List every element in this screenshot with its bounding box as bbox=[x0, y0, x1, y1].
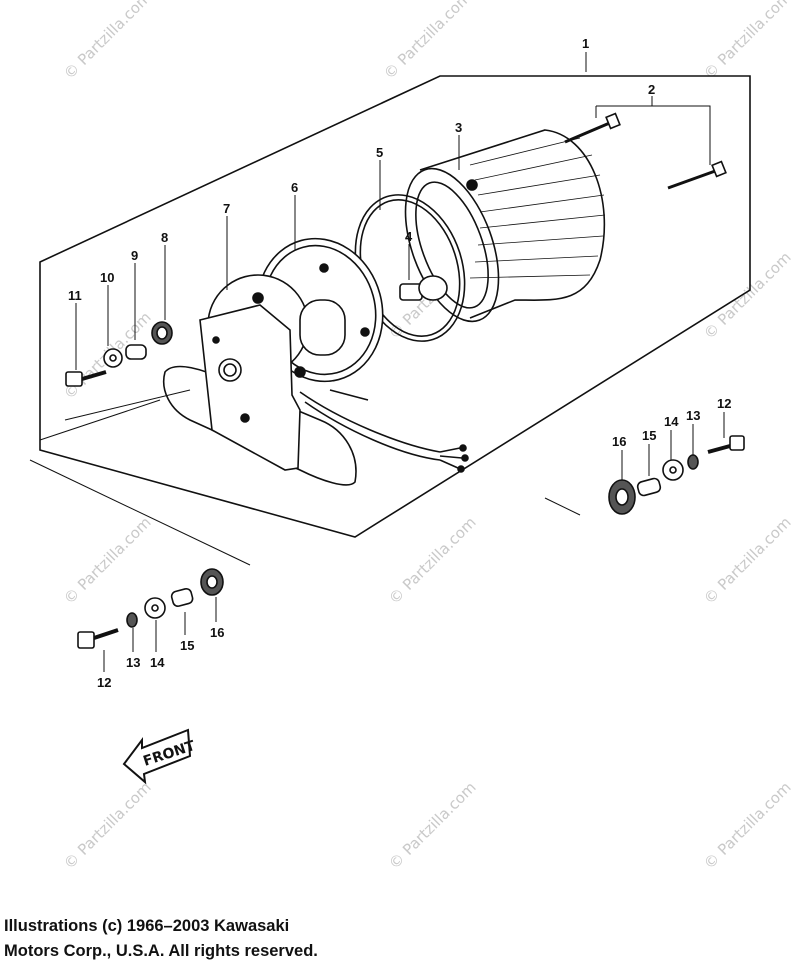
callout-8: 8 bbox=[161, 230, 168, 245]
fastener-stack-left bbox=[65, 321, 173, 387]
watermark: © Partzilla.com bbox=[60, 778, 155, 873]
watermark: © Partzilla.com bbox=[385, 778, 480, 873]
callout-1: 1 bbox=[582, 36, 589, 51]
callout-15-right: 15 bbox=[642, 428, 656, 443]
callout-7: 7 bbox=[223, 201, 230, 216]
watermark: © Partzilla.com bbox=[700, 513, 795, 608]
watermark: © Partzilla.com bbox=[700, 778, 795, 873]
callouts: 1 2 3 5 6 7 4 8 9 10 11 12 13 14 15 16 1… bbox=[68, 36, 731, 690]
watermark: © Partzilla.com bbox=[700, 248, 795, 343]
watermark: © Partzilla.com bbox=[380, 0, 475, 83]
callout-15-lower: 15 bbox=[180, 638, 194, 653]
fastener-stack-lower bbox=[77, 568, 224, 649]
watermark: © Partzilla.com bbox=[60, 0, 155, 83]
callout-10: 10 bbox=[100, 270, 114, 285]
callout-4: 4 bbox=[405, 229, 413, 244]
callout-12-lower: 12 bbox=[97, 675, 111, 690]
part-7-bracket bbox=[163, 274, 357, 486]
wire-harness bbox=[299, 389, 469, 473]
callout-3: 3 bbox=[455, 120, 462, 135]
callout-9: 9 bbox=[131, 248, 138, 263]
copyright-notice: Illustrations (c) 1966–2003 Kawasaki Mot… bbox=[4, 914, 318, 964]
callout-11: 11 bbox=[68, 288, 82, 303]
part-4-bulb bbox=[399, 275, 448, 301]
copyright-line-2: Motors Corp., U.S.A. All rights reserved… bbox=[4, 942, 318, 960]
callout-12-right: 12 bbox=[717, 396, 731, 411]
leader-lines bbox=[29, 52, 711, 566]
copyright-line-1: Illustrations (c) 1966–2003 Kawasaki bbox=[4, 917, 290, 935]
watermark: © Partzilla.com bbox=[700, 0, 795, 83]
callout-13-right: 13 bbox=[686, 408, 700, 423]
part-2-screws bbox=[564, 112, 727, 190]
fastener-stack-right bbox=[608, 435, 745, 515]
assembly-boundary bbox=[39, 75, 751, 538]
callout-16-right: 16 bbox=[612, 434, 626, 449]
front-arrow-icon: FRONT bbox=[122, 728, 198, 785]
callout-14-lower: 14 bbox=[150, 655, 165, 670]
callout-2: 2 bbox=[648, 82, 655, 97]
watermark: © Partzilla.com bbox=[60, 513, 155, 608]
leader-lines-lower bbox=[103, 412, 725, 672]
callout-14-right: 14 bbox=[664, 414, 679, 429]
callout-16-lower: 16 bbox=[210, 625, 224, 640]
callout-5: 5 bbox=[376, 145, 383, 160]
callout-13-lower: 13 bbox=[126, 655, 140, 670]
watermark: © Partzilla.com bbox=[385, 513, 480, 608]
callout-6: 6 bbox=[291, 180, 298, 195]
